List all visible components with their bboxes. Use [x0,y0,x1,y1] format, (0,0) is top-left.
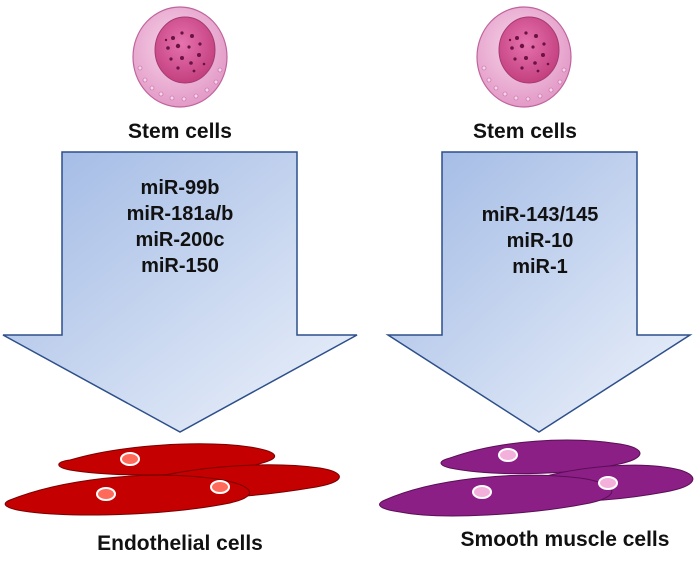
mirna-item: miR-181a/b [126,203,234,225]
left-stem-cells-label: Stem cells [128,120,232,143]
endothelial-cells-illustration [4,443,340,516]
endothelial-cells-label: Endothelial cells [97,532,263,555]
mirna-item: miR-150 [141,255,219,277]
left-arrow [2,151,358,433]
right-arrow [385,151,693,433]
left-mirna-list: miR-99b miR-181a/b miR-200c miR-150 [80,175,280,279]
mirna-item: miR-10 [506,230,574,252]
mirna-item: miR-143/145 [481,204,599,226]
right-mirna-list: miR-143/145 miR-10 miR-1 [440,202,640,280]
mirna-item: miR-200c [135,229,225,251]
right-stem-cell-icon [476,6,572,108]
mirna-item: miR-99b [140,177,220,199]
right-stem-cells-label: Stem cells [473,120,577,143]
left-stem-cell-icon [132,6,228,108]
smooth-muscle-cells-illustration [379,439,694,517]
smooth-muscle-cells-label: Smooth muscle cells [460,528,670,551]
mirna-item: miR-1 [512,256,568,278]
